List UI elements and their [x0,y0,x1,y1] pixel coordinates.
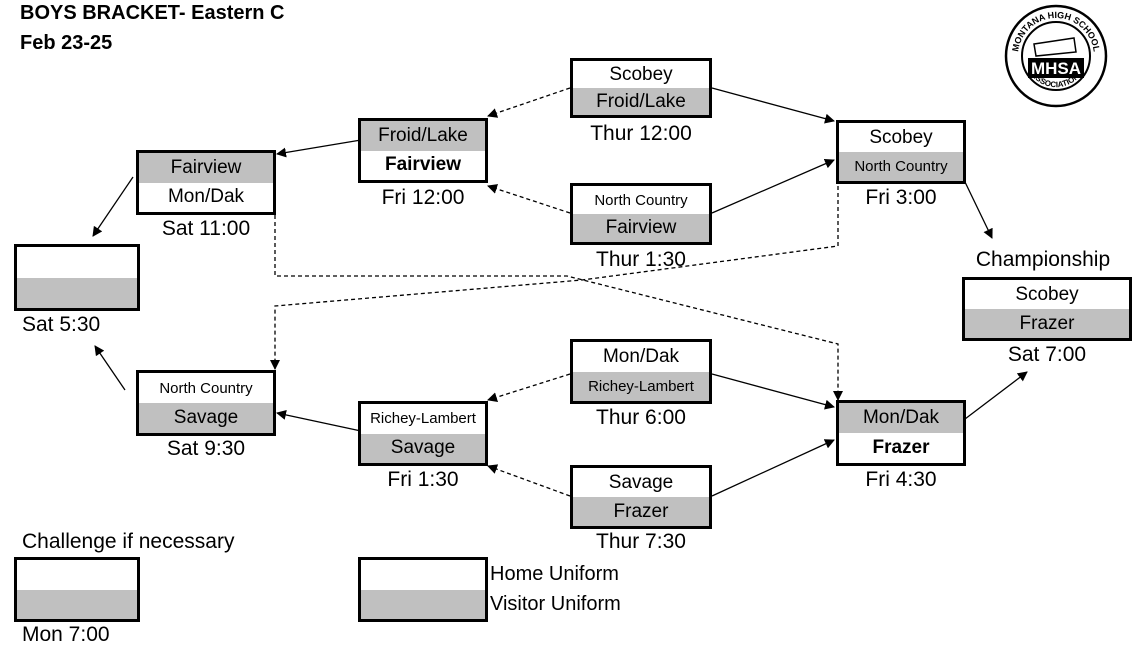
championship-label: Championship [975,248,1111,271]
home-team: Savage [573,468,709,499]
mhsa-logo: MONTANA HIGH SCHOOL ASSOCIATION MHSA [1004,4,1108,108]
home-team [17,560,137,592]
legend-visitor-label: Visitor Uniform [490,593,621,615]
game-time: Thur 6:00 [596,406,686,429]
visitor-team: Fairview [139,153,273,185]
game-time: Mon 7:00 [22,623,110,646]
game-time: Fri 4:30 [865,468,937,491]
home-team: Frazer [839,433,963,463]
bracket-title: BOYS BRACKET- Eastern C [20,2,285,24]
game-time: Thur 12:00 [590,122,692,145]
visitor-team: North Country [839,152,963,181]
game-time: Fri 1:30 [387,468,459,491]
uniform-legend [358,557,488,622]
game-fri-430: Mon/Dak Frazer [836,400,966,466]
game-sat-930: North Country Savage [136,370,276,436]
home-team: Scobey [965,280,1129,311]
game-thur-130: North Country Fairview [570,183,712,245]
visitor-team: Richey-Lambert [573,371,709,401]
visitor-team: Frazer [965,309,1129,338]
legend-visitor-swatch [361,589,485,619]
svg-text:MHSA: MHSA [1031,59,1081,78]
game-challenge [14,557,140,622]
challenge-label: Challenge if necessary [22,530,235,553]
bracket-dates: Feb 23-25 [20,32,113,54]
legend-home-swatch [361,560,485,592]
visitor-team: Froid/Lake [361,121,485,153]
game-thur-730: Savage Frazer [570,465,712,529]
visitor-team: Savage [139,403,273,433]
game-time: Sat 7:00 [1007,343,1087,366]
home-team: Fairview [361,150,485,180]
game-fri-1200: Froid/Lake Fairview [358,118,488,183]
home-team: Richey-Lambert [361,404,485,436]
game-fri-130: Richey-Lambert Savage [358,401,488,466]
visitor-team: Mon/Dak [839,403,963,435]
game-thur-600: Mon/Dak Richey-Lambert [570,339,712,404]
game-sat-1100: Fairview Mon/Dak [136,150,276,215]
visitor-team: Frazer [573,497,709,526]
game-time: Thur 7:30 [596,530,686,553]
game-championship: Scobey Frazer [962,277,1132,341]
home-team: Mon/Dak [139,182,273,212]
game-thur-1200: Scobey Froid/Lake [570,58,712,118]
visitor-team: Savage [361,433,485,463]
visitor-team [17,277,137,308]
home-team: Scobey [573,61,709,90]
game-sat-530 [14,244,140,311]
game-time: Thur 1:30 [596,248,686,271]
home-team: North Country [139,373,273,405]
visitor-team: Fairview [573,214,709,242]
game-time: Sat 11:00 [161,217,251,240]
game-time: Fri 12:00 [381,186,465,209]
visitor-team [17,589,137,619]
home-team: Mon/Dak [573,342,709,374]
home-team: North Country [573,186,709,216]
home-team: Scobey [839,123,963,154]
legend-home-label: Home Uniform [490,563,619,585]
game-fri-300: Scobey North Country [836,120,966,184]
game-time: Sat 9:30 [166,437,246,460]
game-time: Fri 3:00 [865,186,937,209]
game-time: Sat 5:30 [22,313,101,336]
visitor-team: Froid/Lake [573,88,709,115]
home-team [17,247,137,280]
